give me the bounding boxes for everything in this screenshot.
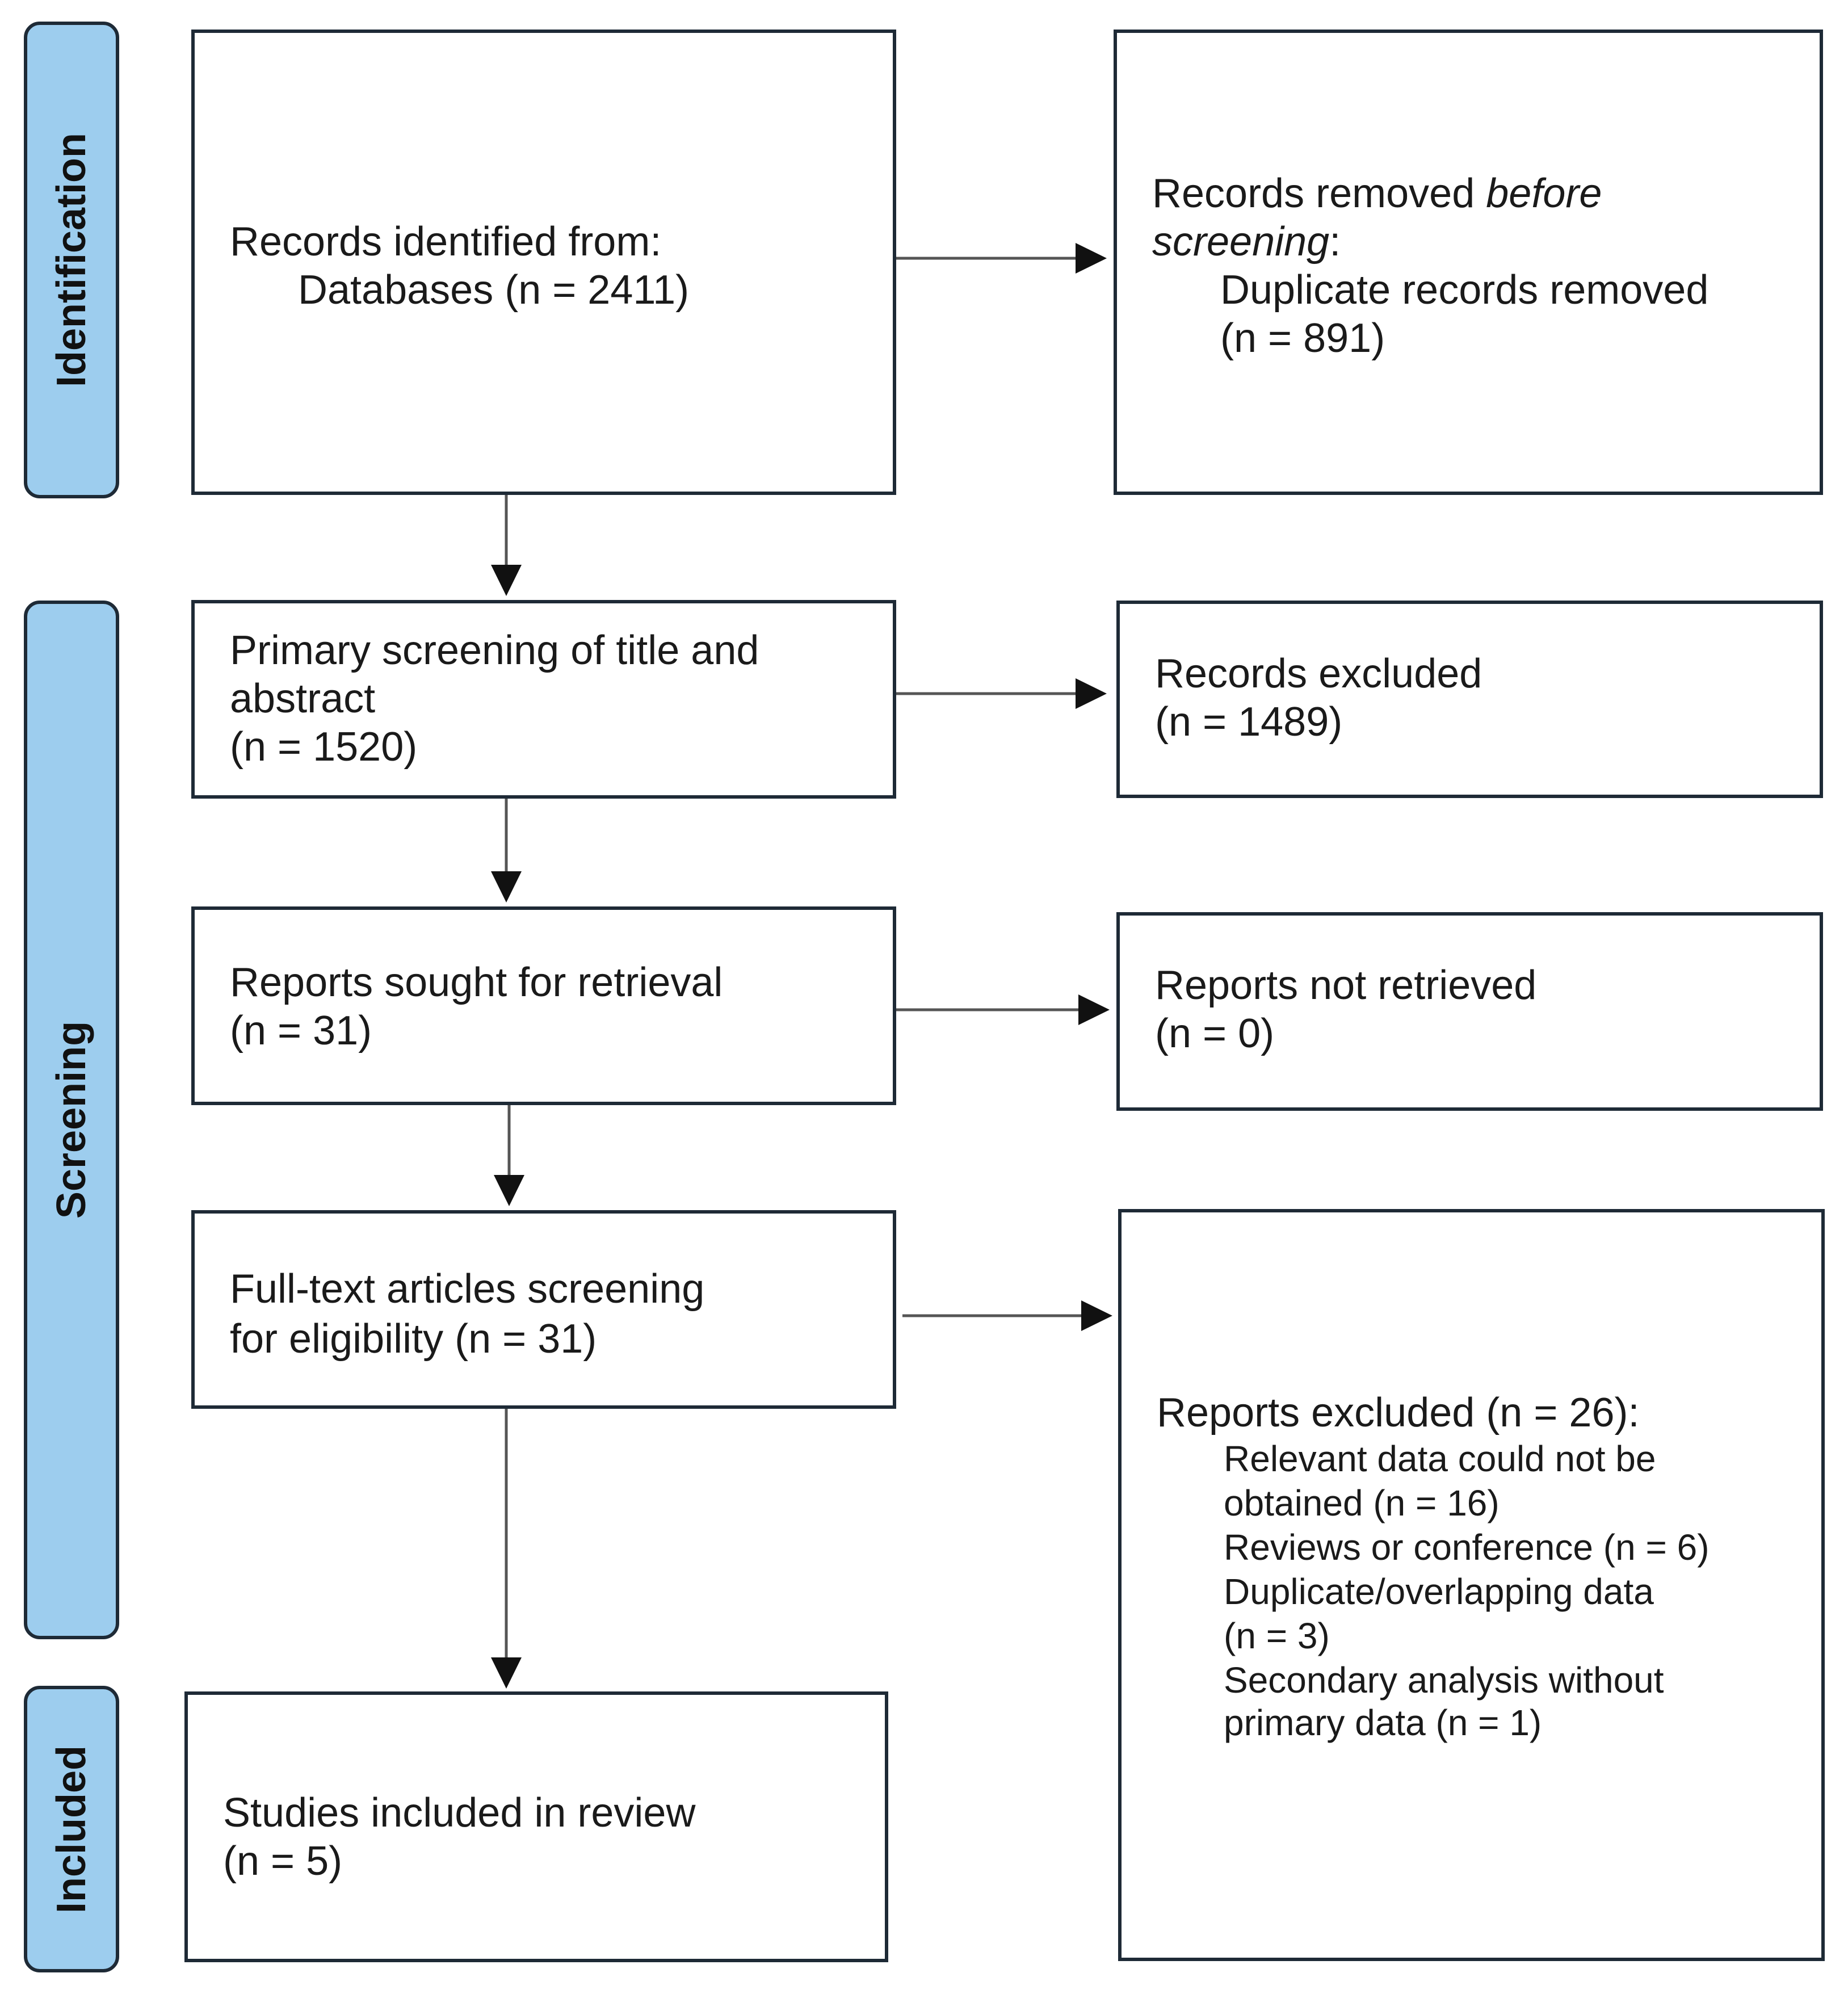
phase-identification: Identification bbox=[24, 22, 119, 498]
phase-included: Included bbox=[24, 1686, 119, 1972]
records-identified-line1: Records identified from: bbox=[230, 219, 662, 265]
arrowhead-fulltext bbox=[494, 1175, 524, 1206]
reports-excluded-reason4a: Secondary analysis without bbox=[1224, 1660, 1664, 1701]
reports-sought-box: Reports sought for retrieval (n = 31) bbox=[191, 906, 896, 1105]
arrowhead-not-retrieved bbox=[1078, 994, 1110, 1025]
records-excluded-line2: (n = 1489) bbox=[1155, 699, 1343, 745]
fulltext-screening-box: Full-text articles screening for eligibi… bbox=[191, 1210, 896, 1409]
fulltext-screening-line2: for eligibility (n = 31) bbox=[230, 1316, 597, 1362]
reports-excluded-reason2: Reviews or conference (n = 6) bbox=[1224, 1527, 1710, 1568]
records-identified-box: Records identified from: Databases (n = … bbox=[191, 30, 896, 495]
primary-screening-line3: (n = 1520) bbox=[230, 724, 418, 770]
reports-excluded-reason4b: primary data (n = 1) bbox=[1224, 1702, 1542, 1743]
records-removed-line2-b: : bbox=[1329, 219, 1341, 265]
records-excluded-line1: Records excluded bbox=[1155, 651, 1482, 696]
records-removed-line1-a: Records removed bbox=[1152, 171, 1486, 216]
records-removed-line1: Records removed before bbox=[1152, 169, 1602, 218]
arrowhead-included bbox=[491, 1657, 522, 1689]
records-excluded-box: Records excluded (n = 1489) bbox=[1116, 601, 1823, 798]
arrowhead-reports-sought bbox=[491, 871, 522, 902]
records-removed-box: Records removed before screening: Duplic… bbox=[1114, 30, 1823, 495]
reports-excluded-title: Reports excluded (n = 26): bbox=[1157, 1390, 1640, 1435]
primary-screening-line1: Primary screening of title and bbox=[230, 628, 759, 673]
arrowhead-removed bbox=[1076, 243, 1107, 274]
arrowhead-reports-excluded bbox=[1081, 1300, 1112, 1331]
records-removed-line4: (n = 891) bbox=[1220, 316, 1385, 361]
reports-sought-line2: (n = 31) bbox=[230, 1008, 372, 1053]
records-removed-line2-a: screening bbox=[1152, 219, 1330, 265]
primary-screening-line2: abstract bbox=[230, 676, 376, 721]
reports-sought-line1: Reports sought for retrieval bbox=[230, 960, 723, 1005]
reports-excluded-box: Reports excluded (n = 26): Relevant data… bbox=[1118, 1209, 1825, 1961]
phase-screening: Screening bbox=[24, 601, 119, 1639]
reports-not-retrieved-line2: (n = 0) bbox=[1155, 1011, 1275, 1056]
reports-not-retrieved-box: Reports not retrieved (n = 0) bbox=[1116, 912, 1823, 1111]
studies-included-box: Studies included in review (n = 5) bbox=[184, 1691, 888, 1962]
reports-not-retrieved-line1: Reports not retrieved bbox=[1155, 963, 1537, 1008]
reports-excluded-reason1a: Relevant data could not be bbox=[1224, 1438, 1656, 1479]
reports-excluded-reason3a: Duplicate/overlapping data bbox=[1224, 1571, 1654, 1612]
records-removed-line1-b: before bbox=[1486, 171, 1602, 216]
reports-excluded-reason1b: obtained (n = 16) bbox=[1224, 1483, 1500, 1523]
records-removed-line3: Duplicate records removed bbox=[1220, 267, 1709, 313]
records-identified-line2: Databases (n = 2411) bbox=[298, 267, 690, 313]
reports-excluded-reason3b: (n = 3) bbox=[1224, 1615, 1330, 1656]
studies-included-line2: (n = 5) bbox=[223, 1838, 343, 1884]
arrowhead-records-excluded bbox=[1076, 678, 1107, 709]
fulltext-screening-line1: Full-text articles screening bbox=[230, 1266, 705, 1312]
arrowhead-primary-screening bbox=[491, 565, 522, 596]
studies-included-line1: Studies included in review bbox=[223, 1790, 696, 1836]
records-removed-line2: screening: bbox=[1152, 217, 1341, 266]
primary-screening-box: Primary screening of title and abstract … bbox=[191, 600, 896, 799]
